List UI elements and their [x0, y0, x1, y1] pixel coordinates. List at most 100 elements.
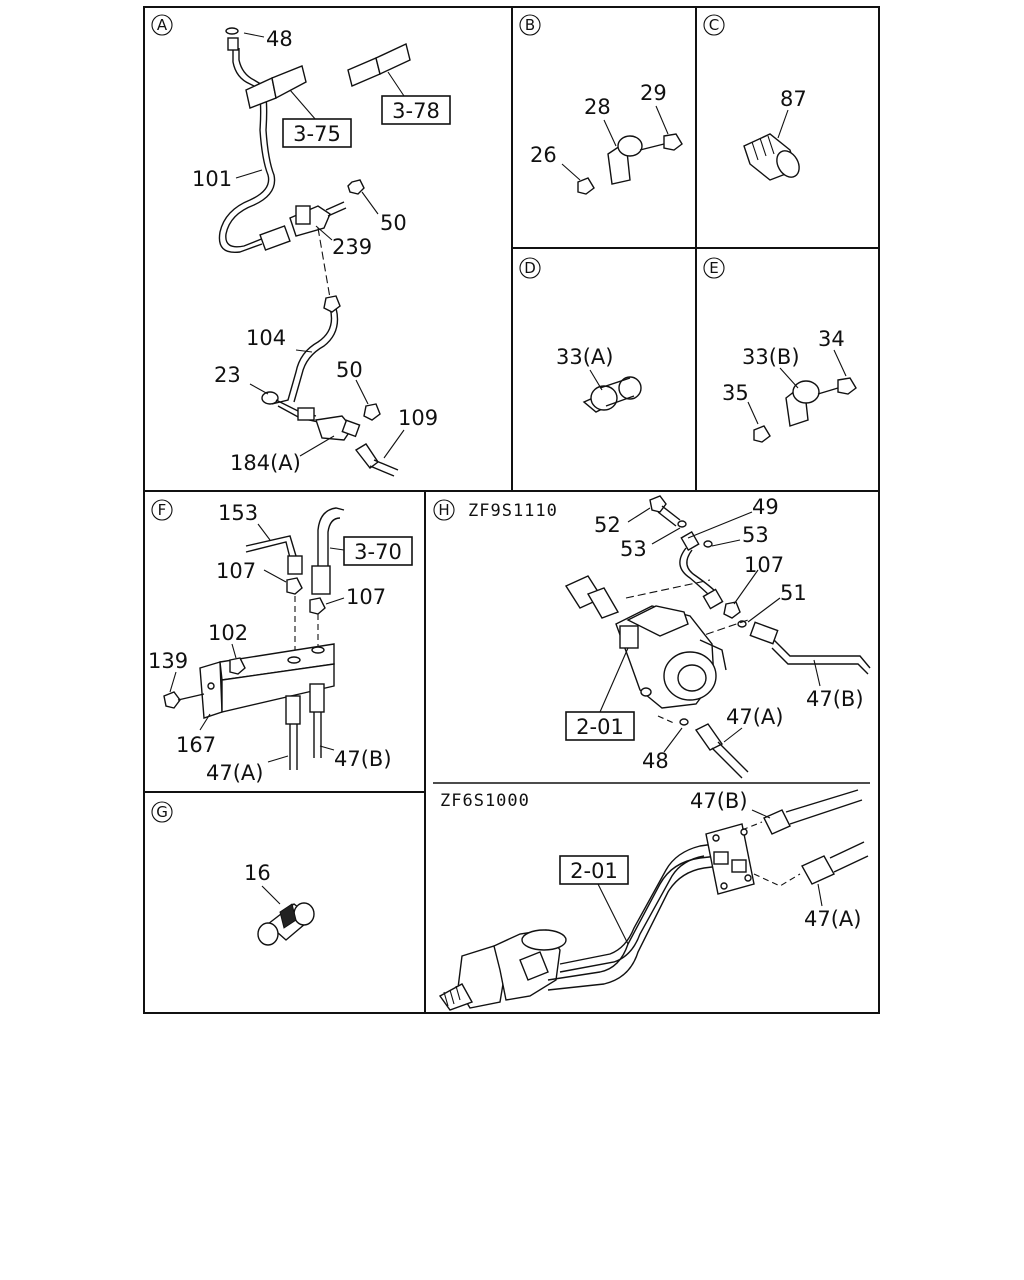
- valve-nose: [438, 983, 474, 1011]
- valve-port: [619, 625, 639, 649]
- fitting-47b-h2: [763, 809, 791, 835]
- nut-104: [323, 295, 341, 313]
- bolt-29: [663, 133, 683, 151]
- section-e: E 33(B) 34 35: [703, 257, 857, 443]
- section-g-letter: G: [156, 803, 168, 821]
- label-29: 29: [640, 81, 667, 105]
- ref-2-01-h[interactable]: 2-01: [576, 715, 624, 739]
- section-c: C 87: [703, 14, 807, 181]
- clamp-375: [245, 76, 277, 109]
- pipe-47b-h: [771, 639, 871, 675]
- pipe-49: [679, 547, 711, 597]
- ref-3-75[interactable]: 3-75: [293, 122, 341, 146]
- label-53-right: 53: [742, 523, 769, 547]
- nut-102: [229, 657, 246, 675]
- pipe-47a-h2: [829, 841, 869, 873]
- clamp-378: [347, 57, 381, 87]
- washer-48: [225, 27, 239, 35]
- section-g: G 16: [151, 801, 315, 946]
- label-107-left: 107: [216, 559, 256, 583]
- nut-107-right: [309, 597, 326, 615]
- washer-48-h: [679, 718, 689, 726]
- section-c-letter: C: [709, 16, 719, 34]
- pipe-104: [271, 307, 333, 405]
- label-50: 50: [380, 211, 407, 235]
- label-23: 23: [214, 363, 241, 387]
- label-101: 101: [192, 167, 232, 191]
- label-107-right: 107: [346, 585, 386, 609]
- label-48: 48: [266, 27, 293, 51]
- label-107-h: 107: [744, 553, 784, 577]
- label-167: 167: [176, 733, 216, 757]
- sensor-109: [354, 443, 379, 469]
- section-f-letter: F: [158, 501, 167, 519]
- fitting-239-nut: [259, 225, 291, 251]
- label-51: 51: [780, 581, 807, 605]
- nut-50-top: [347, 179, 365, 195]
- washer-51: [737, 620, 747, 628]
- label-47b-h2: 47(B): [690, 789, 748, 813]
- label-109: 109: [398, 406, 438, 430]
- sensor-47a-h: [694, 723, 724, 751]
- nut-26: [577, 177, 595, 195]
- fitting-49: [680, 530, 700, 552]
- section-d: D 33(A): [519, 257, 642, 413]
- label-53-left: 53: [620, 537, 647, 561]
- section-b: B 28 29 26: [519, 14, 683, 195]
- section-f: F: [148, 499, 413, 785]
- ref-3-70[interactable]: 3-70: [354, 540, 402, 564]
- bracket-167: [199, 661, 223, 719]
- nut-107-left: [286, 577, 303, 595]
- pipe-101: [218, 48, 270, 254]
- bolt-52: [649, 495, 667, 513]
- ref-2-01-h2[interactable]: 2-01: [570, 859, 618, 883]
- label-102: 102: [208, 621, 248, 645]
- nut-35: [753, 425, 771, 443]
- label-87: 87: [780, 87, 807, 111]
- ref-box-3-78[interactable]: [381, 95, 451, 125]
- label-47a-h: 47(A): [726, 705, 783, 729]
- fitting-153: [287, 555, 303, 575]
- label-16: 16: [244, 861, 271, 885]
- label-48-h: 48: [642, 749, 669, 773]
- section-d-letter: D: [524, 259, 536, 277]
- pipe-47b: [313, 712, 322, 758]
- pipe-47a: [289, 724, 298, 770]
- section-h2-code: ZF6S1000: [440, 791, 530, 811]
- clamp-28: [617, 135, 643, 157]
- section-h2: ZF6S1000 47(B) 47(A): [438, 789, 869, 1011]
- label-104: 104: [246, 326, 286, 350]
- label-33a: 33(A): [556, 345, 613, 369]
- fitting-47a: [285, 695, 301, 725]
- bolt-139: [163, 691, 181, 709]
- washer-53-left: [677, 520, 687, 528]
- label-47b-h: 47(B): [806, 687, 864, 711]
- section-a-letter: A: [157, 16, 168, 34]
- label-47a: 47(A): [206, 761, 263, 785]
- diagram-frame: [143, 6, 880, 1014]
- ref-3-78[interactable]: 3-78: [392, 99, 440, 123]
- ref-box-2-01-h2[interactable]: [559, 855, 629, 885]
- label-47b: 47(B): [334, 747, 392, 771]
- ref-box-2-01-h[interactable]: [565, 711, 635, 741]
- bolt-34: [837, 377, 857, 395]
- hose-370: [317, 507, 345, 570]
- label-28: 28: [584, 95, 611, 119]
- label-33b: 33(B): [742, 345, 800, 369]
- section-a-marker: [151, 14, 173, 36]
- label-35: 35: [722, 381, 749, 405]
- fitting-47b-h: [749, 621, 779, 645]
- pipe-47b-h2: [785, 789, 863, 825]
- section-a: A: [151, 14, 451, 477]
- label-47a-h2: 47(A): [804, 907, 861, 931]
- fitting-47a-h2: [801, 855, 835, 885]
- label-139: 139: [148, 649, 188, 673]
- ref-box-3-70[interactable]: [343, 536, 413, 566]
- ref-box-3-75[interactable]: [282, 118, 352, 148]
- grommet-23: [261, 391, 279, 405]
- label-34: 34: [818, 327, 845, 351]
- flange-h2: [705, 823, 755, 895]
- nut-184: [297, 407, 315, 421]
- tee-port: [295, 205, 311, 225]
